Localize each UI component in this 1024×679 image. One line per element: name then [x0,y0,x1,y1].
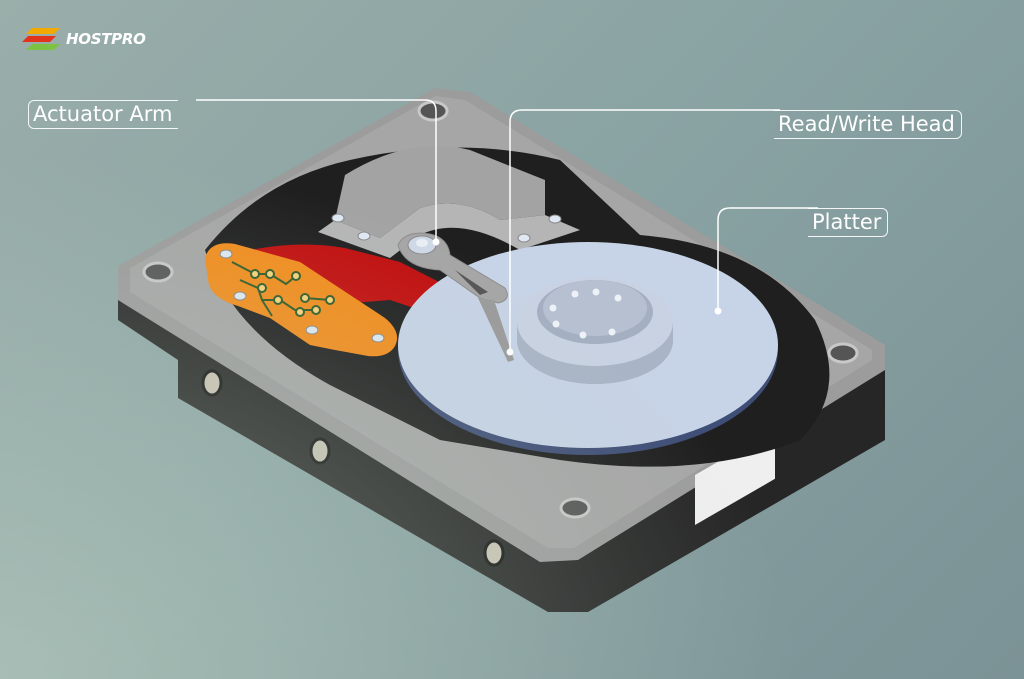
callout-readwrite-line [509,109,780,352]
hostpro-logo-icon [22,28,60,50]
magnet-assembly [318,145,580,258]
read-write-head-label: Read/Write Head [774,110,962,139]
screw [417,100,449,122]
screw [371,333,385,343]
mount-hole [201,369,223,397]
brand-name: HOSTPRO [66,30,146,48]
callout-dots [432,238,722,356]
screw [559,497,591,519]
magnet-bracket-top [335,145,545,238]
magnet-bracket-front [318,203,580,258]
callout-lines [196,99,818,352]
circuit-board [205,243,398,357]
mounting-holes [201,369,505,567]
screw [142,261,174,283]
screw [219,249,233,259]
actuator-arm-label: Actuator Arm [28,100,179,129]
brand-logo[interactable]: HOSTPRO [22,26,146,52]
screw [517,233,531,243]
mount-hole [483,539,505,567]
screw [357,231,371,241]
screw [305,325,319,335]
screw [548,214,562,224]
casing-screws [142,100,859,519]
screw [331,213,345,223]
screw [827,342,859,364]
screw [233,291,247,301]
actuator-arm [397,232,514,362]
platter-label: Platter [808,208,889,237]
callout-platter-line [717,207,818,310]
callout-actuator-line [196,99,437,240]
mount-hole [309,437,331,465]
